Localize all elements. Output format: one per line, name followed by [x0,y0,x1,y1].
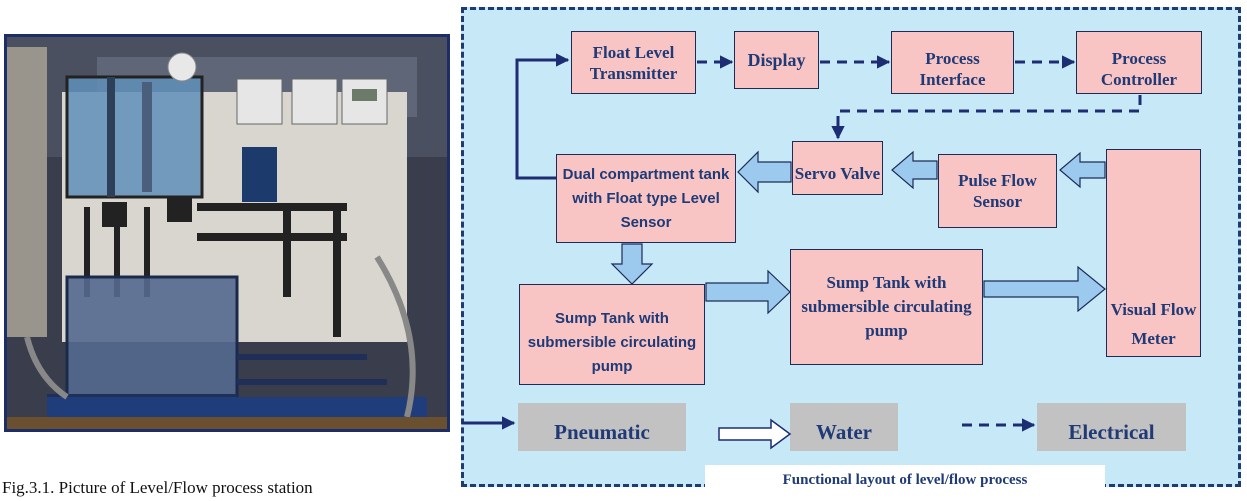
node-servo-valve-label: Servo Valve [794,164,881,183]
legend-water: Water [790,403,898,451]
node-process-controller: Process Controller [1076,31,1202,94]
water-arrow-sump-to-meter [983,265,1106,313]
legend-water-label: Water [816,420,872,444]
node-sump-tank-left: Sump Tank with submersible circulating p… [519,284,705,385]
figure-caption: Fig.3.1. Picture of Level/Flow process s… [2,478,313,497]
legend-water-symbol [718,418,792,450]
node-pulse-flow-sensor-label: Pulse Flow Sensor [958,170,1037,211]
water-arrow-sump-to-sump [705,269,791,315]
legend-pneumatic-label: Pneumatic [554,420,650,444]
legend-electrical-label: Electrical [1068,420,1155,444]
water-arrow-sensor-to-servo [891,150,938,190]
legend-electrical: Electrical [1037,403,1186,451]
node-display-label: Display [747,49,806,70]
water-arrow-tank-to-sump [610,243,654,285]
water-arrow-meter-to-sensor [1059,151,1106,189]
node-float-level-transmitter-label: Float Level Transmitter [589,43,678,84]
water-arrow-servo-to-tank [737,150,792,194]
node-sump-tank-middle-label: Sump Tank with submersible circulating p… [801,273,972,340]
diagram-title: Functional layout of level/flow process [705,465,1105,495]
node-sump-tank-left-label: Sump Tank with submersible circulating p… [527,310,697,375]
station-photo-illustration [7,37,447,429]
node-visual-flow-meter: Visual Flow Meter [1106,149,1201,357]
node-process-controller-label: Process Controller [1100,49,1178,90]
node-process-interface-label: Process Interface [919,49,986,90]
node-dual-compartment-tank: Dual compartment tank with Float type Le… [556,154,736,243]
legend-pneumatic: Pneumatic [518,403,686,451]
node-process-interface: Process Interface [891,31,1014,94]
node-servo-valve: Servo Valve [792,141,883,195]
pneumatic-link-tank-transmitter [515,53,570,180]
node-visual-flow-meter-label: Visual Flow Meter [1110,299,1197,349]
node-sump-tank-middle: Sump Tank with submersible circulating p… [790,249,983,365]
node-dual-compartment-tank-label: Dual compartment tank with Float type Le… [562,165,730,231]
electrical-link-controller-servo [831,95,1142,140]
node-float-level-transmitter: Float Level Transmitter [571,31,696,94]
node-pulse-flow-sensor: Pulse Flow Sensor [938,154,1057,228]
station-photo [4,34,450,432]
node-display: Display [734,31,819,89]
